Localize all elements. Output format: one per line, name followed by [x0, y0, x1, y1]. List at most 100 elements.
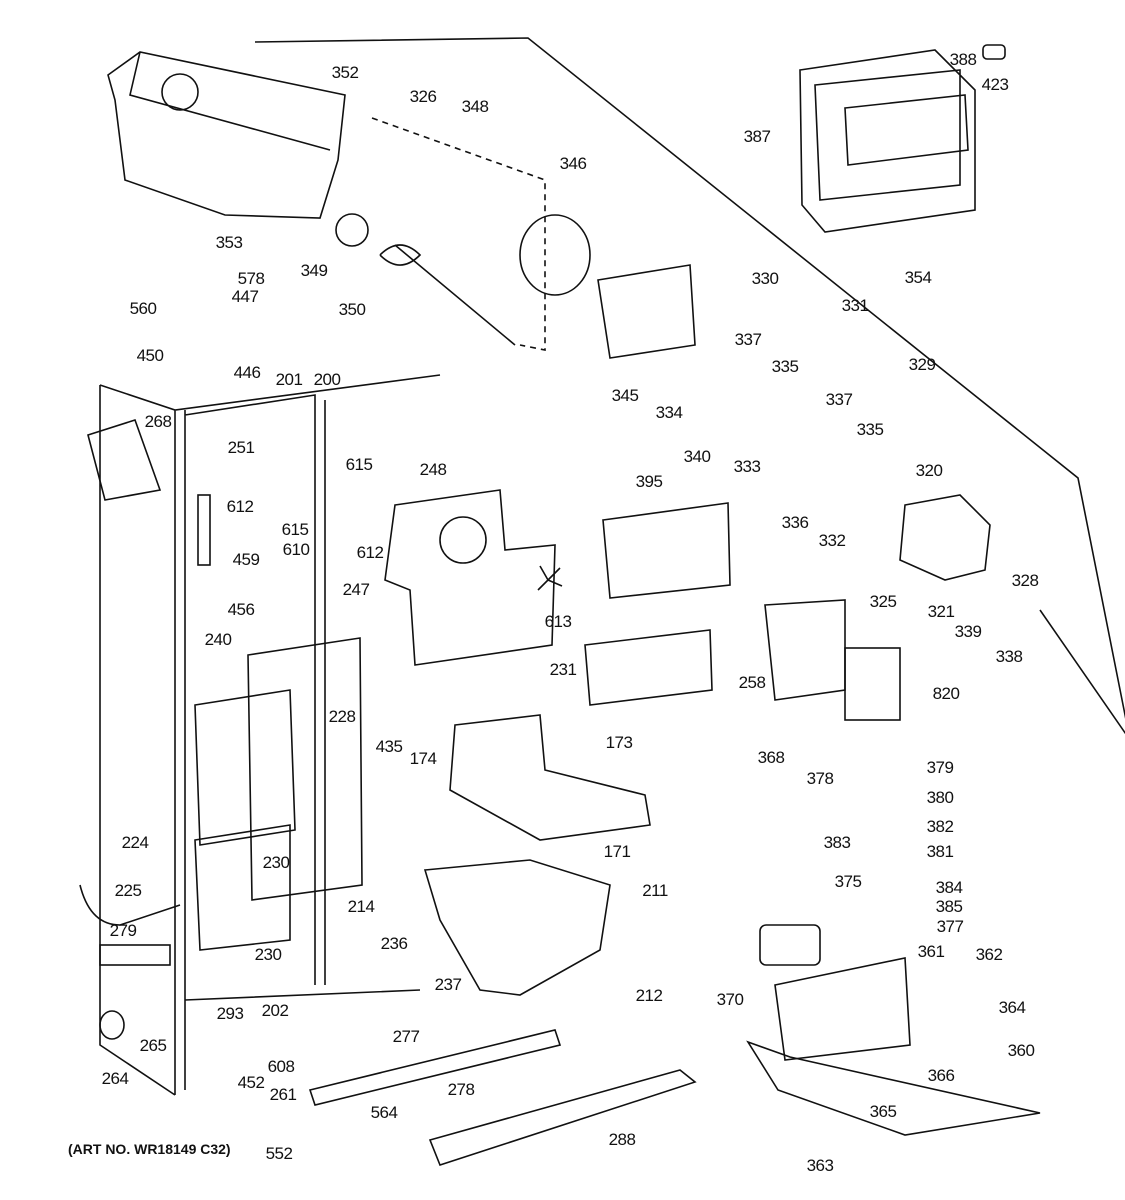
part-label-211: 211 — [642, 881, 668, 900]
part-label-435: 435 — [375, 737, 403, 756]
part-label-320: 320 — [915, 461, 943, 480]
part-label-247: 247 — [342, 580, 370, 599]
part-label-613: 613 — [544, 612, 572, 631]
part-label-349: 349 — [300, 261, 328, 280]
part-label-338: 338 — [995, 647, 1023, 666]
dispenser-motor — [759, 924, 821, 966]
part-label-264: 264 — [101, 1069, 129, 1088]
auger-coupling — [335, 213, 369, 247]
dispenser-door — [844, 94, 969, 166]
part-label-279: 279 — [109, 921, 137, 940]
cabinet-frame — [99, 374, 441, 1096]
assembly-boundary-line — [254, 37, 1125, 735]
part-label-387: 387 — [743, 127, 771, 146]
auger-spring — [379, 244, 516, 346]
part-label-354: 354 — [904, 268, 932, 287]
part-label-328: 328 — [1011, 571, 1039, 590]
part-label-361: 361 — [917, 942, 945, 961]
wall-plate — [602, 502, 731, 599]
part-label-353: 353 — [215, 233, 243, 252]
part-label-378: 378 — [806, 769, 834, 788]
control-box — [774, 957, 911, 1061]
part-label-332: 332 — [818, 531, 846, 550]
part-label-336: 336 — [781, 513, 809, 532]
part-label-388: 388 — [949, 50, 977, 69]
part-label-329: 329 — [908, 355, 936, 374]
part-label-248: 248 — [419, 460, 447, 479]
part-label-337: 337 — [825, 390, 853, 409]
part-label-350: 350 — [338, 300, 366, 319]
part-label-365: 365 — [869, 1102, 897, 1121]
part-label-265: 265 — [139, 1036, 167, 1055]
part-label-552: 552 — [265, 1144, 293, 1163]
part-label-240: 240 — [204, 630, 232, 649]
part-label-325: 325 — [869, 592, 897, 611]
control-box-cover — [746, 1040, 1041, 1136]
ice-bucket — [107, 51, 346, 219]
part-label-224: 224 — [121, 833, 149, 852]
part-label-612: 612 — [356, 543, 384, 562]
part-label-231: 231 — [549, 660, 577, 679]
part-label-339: 339 — [954, 622, 982, 641]
part-label-335: 335 — [856, 420, 884, 439]
dispenser-pin — [982, 44, 1006, 60]
dashed-outline — [371, 117, 546, 351]
light-socket-box — [87, 419, 162, 501]
storage-bin — [423, 859, 611, 996]
part-label-333: 333 — [733, 457, 761, 476]
part-label-612: 612 — [226, 497, 254, 516]
part-label-368: 368 — [757, 748, 785, 767]
part-label-330: 330 — [751, 269, 779, 288]
part-label-348: 348 — [461, 97, 489, 116]
part-label-171: 171 — [603, 842, 631, 861]
part-label-236: 236 — [380, 934, 408, 953]
toe-grille — [428, 1069, 697, 1166]
part-label-202: 202 — [261, 1001, 289, 1020]
part-label-370: 370 — [716, 990, 744, 1009]
slide-rail — [308, 1029, 562, 1106]
part-label-258: 258 — [738, 673, 766, 692]
part-label-560: 560 — [129, 299, 157, 318]
shelf-cover — [584, 629, 713, 706]
part-label-174: 174 — [409, 749, 437, 768]
part-label-321: 321 — [927, 602, 955, 621]
fan-opening — [439, 516, 487, 564]
part-label-277: 277 — [392, 1027, 420, 1046]
part-label-380: 380 — [926, 788, 954, 807]
part-label-334: 334 — [655, 403, 683, 422]
part-label-337: 337 — [734, 330, 762, 349]
part-label-237: 237 — [434, 975, 462, 994]
roller — [99, 1010, 125, 1040]
part-label-820: 820 — [932, 684, 960, 703]
icemaker-head — [844, 647, 901, 721]
part-label-278: 278 — [447, 1080, 475, 1099]
part-label-452: 452 — [237, 1073, 265, 1092]
part-label-335: 335 — [771, 357, 799, 376]
fan-shroud — [384, 489, 556, 666]
part-label-395: 395 — [635, 472, 663, 491]
part-label-447: 447 — [231, 287, 259, 306]
part-label-340: 340 — [683, 447, 711, 466]
frame-channel — [197, 494, 211, 566]
part-label-268: 268 — [144, 412, 172, 431]
part-label-608: 608 — [267, 1057, 295, 1076]
part-label-377: 377 — [936, 917, 964, 936]
icemaker — [764, 599, 846, 701]
part-label-346: 346 — [559, 154, 587, 173]
part-label-610: 610 — [282, 540, 310, 559]
part-label-615: 615 — [345, 455, 373, 474]
icemaker-mechanism-housing — [899, 494, 991, 581]
part-label-450: 450 — [136, 346, 164, 365]
part-label-364: 364 — [998, 998, 1026, 1017]
drain-tube — [79, 884, 181, 926]
motor-bracket — [597, 264, 696, 359]
part-label-214: 214 — [347, 897, 375, 916]
part-label-385: 385 — [935, 897, 963, 916]
part-label-345: 345 — [611, 386, 639, 405]
part-label-366: 366 — [927, 1066, 955, 1085]
part-label-362: 362 — [975, 945, 1003, 964]
part-label-288: 288 — [608, 1130, 636, 1149]
part-label-375: 375 — [834, 872, 862, 891]
